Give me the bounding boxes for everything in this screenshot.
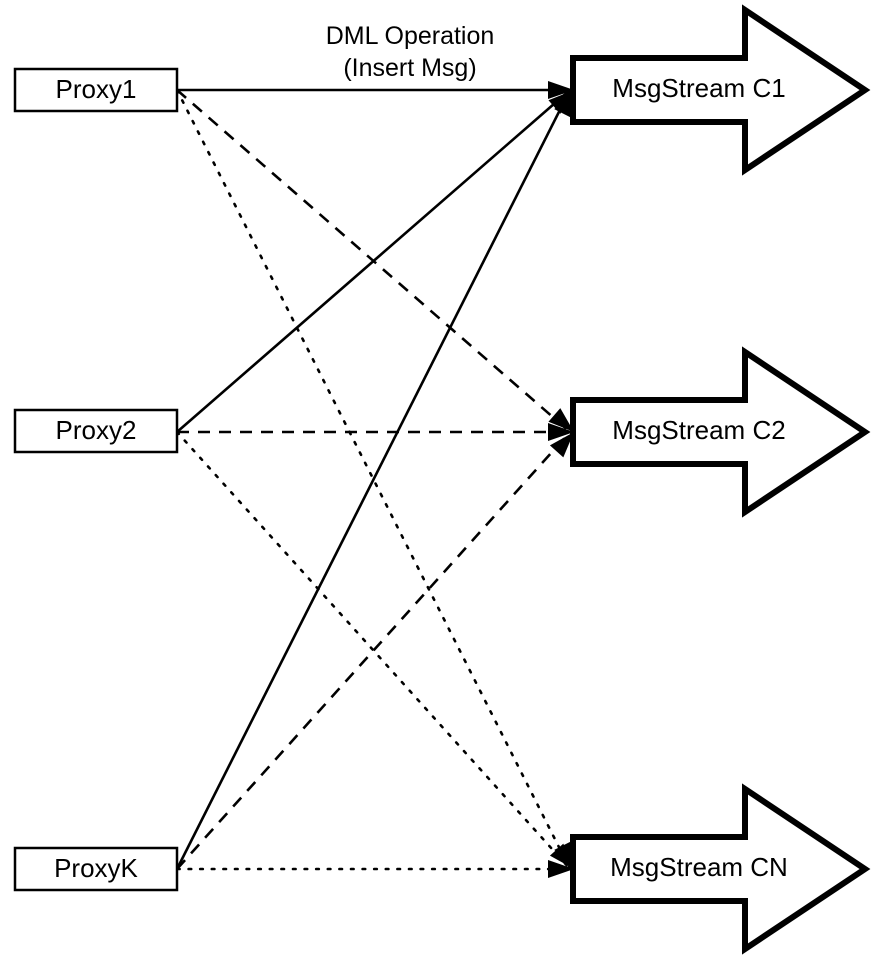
- stream-arrow-shape: [570, 783, 871, 955]
- node-label: Proxy2: [56, 415, 137, 445]
- dml-operation-label-line2: (Insert Msg): [343, 54, 476, 82]
- arrowhead-pk-c2: [549, 432, 574, 458]
- stream-label: MsgStream CN: [610, 852, 788, 882]
- node-proxy1[interactable]: Proxy1: [13, 67, 179, 113]
- connection-pk-c2: [176, 431, 571, 870]
- arrowhead-p2-c1: [548, 90, 574, 114]
- connection-p2-c1: [176, 89, 571, 433]
- arrowhead-p2-c2: [548, 423, 574, 441]
- node-proxyK[interactable]: ProxyK: [13, 846, 179, 892]
- arrowheads-layer: [548, 81, 574, 878]
- arrowhead-pk-c1: [554, 90, 574, 118]
- stream-arrow-shape: [570, 346, 871, 518]
- arrowhead-p1-c2: [548, 408, 574, 432]
- node-box: [13, 408, 179, 454]
- connection-p2-cn: [175, 430, 572, 871]
- stream-stream_cn[interactable]: MsgStream CN: [570, 783, 871, 955]
- node-label: Proxy1: [56, 74, 137, 104]
- node-proxy2[interactable]: Proxy2: [13, 408, 179, 454]
- arrowhead-p1-c1: [548, 81, 574, 99]
- connections-layer: [175, 88, 572, 871]
- stream-label: MsgStream C2: [612, 415, 785, 445]
- streams-layer: MsgStream C1 MsgStream C2 MsgStream CN: [570, 4, 871, 955]
- node-box: [13, 67, 179, 113]
- node-label: ProxyK: [54, 853, 138, 883]
- node-box: [13, 846, 179, 892]
- dml-operation-label-line1: DML Operation: [326, 22, 495, 50]
- arrowhead-pk-cn: [548, 860, 574, 878]
- dml-operation-label: DML Operation (Insert Msg): [326, 22, 495, 82]
- connection-pk-c1: [175, 89, 572, 870]
- stream-arrow-shape: [570, 4, 871, 176]
- stream-stream_c1[interactable]: MsgStream C1: [570, 4, 871, 176]
- arrowhead-p2-cn: [549, 843, 574, 869]
- stream-label: MsgStream C1: [612, 73, 785, 103]
- stream-stream_c2[interactable]: MsgStream C2: [570, 346, 871, 518]
